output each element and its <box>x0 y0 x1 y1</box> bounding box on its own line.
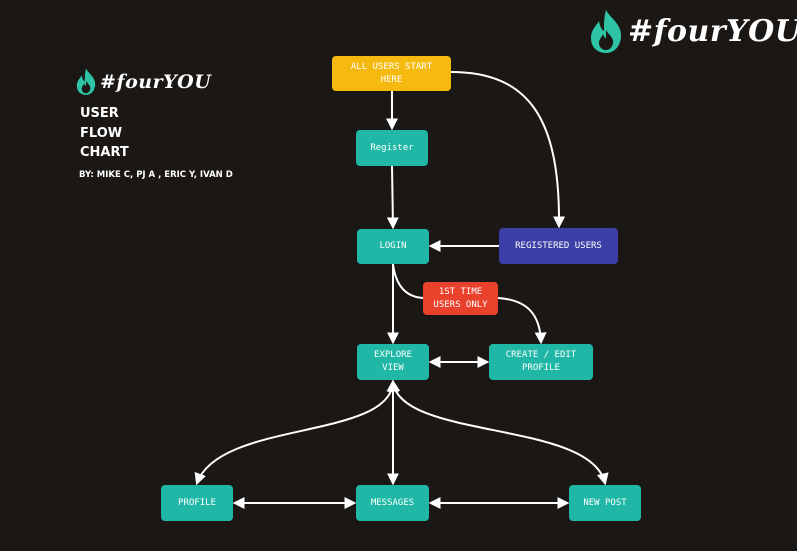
node-messages: MESSAGES <box>356 485 429 521</box>
edge-first-create <box>497 297 547 345</box>
brand-name: #fourYOU <box>628 13 797 49</box>
page-title: USER FLOW CHART <box>80 104 129 163</box>
node-login: LOGIN <box>357 229 429 264</box>
edge-explore-newpost <box>388 379 609 486</box>
node-registered-users: REGISTERED USERS <box>499 228 618 264</box>
title-line: FLOW <box>80 125 123 141</box>
node-register: Register <box>356 130 428 166</box>
title-line: USER <box>80 106 119 121</box>
node-explore-view: EXPLORE VIEW <box>357 344 429 380</box>
brand-name: #fourYOU <box>100 70 212 93</box>
node-new-post: NEW POST <box>569 485 641 521</box>
edge-start-registered <box>450 71 566 229</box>
authors-credit: BY: MIKE C, PJ A , ERIC Y, IVAN D <box>79 170 233 180</box>
brand-logo-side: #fourYOU <box>75 67 211 96</box>
flame-icon <box>76 68 96 95</box>
brand-logo-top: #fourYOU <box>588 8 797 54</box>
node-first-time-users: 1ST TIME USERS ONLY <box>423 282 498 315</box>
edge-register-login <box>386 165 399 230</box>
node-profile: PROFILE <box>161 485 233 521</box>
flame-icon <box>591 10 622 53</box>
title-line: CHART <box>80 145 129 160</box>
node-create-edit-profile: CREATE / EDIT PROFILE <box>489 344 593 380</box>
node-all-users-start: ALL USERS START HERE <box>332 56 451 91</box>
edge-login-first <box>392 263 424 299</box>
edge-explore-profile <box>194 379 399 486</box>
